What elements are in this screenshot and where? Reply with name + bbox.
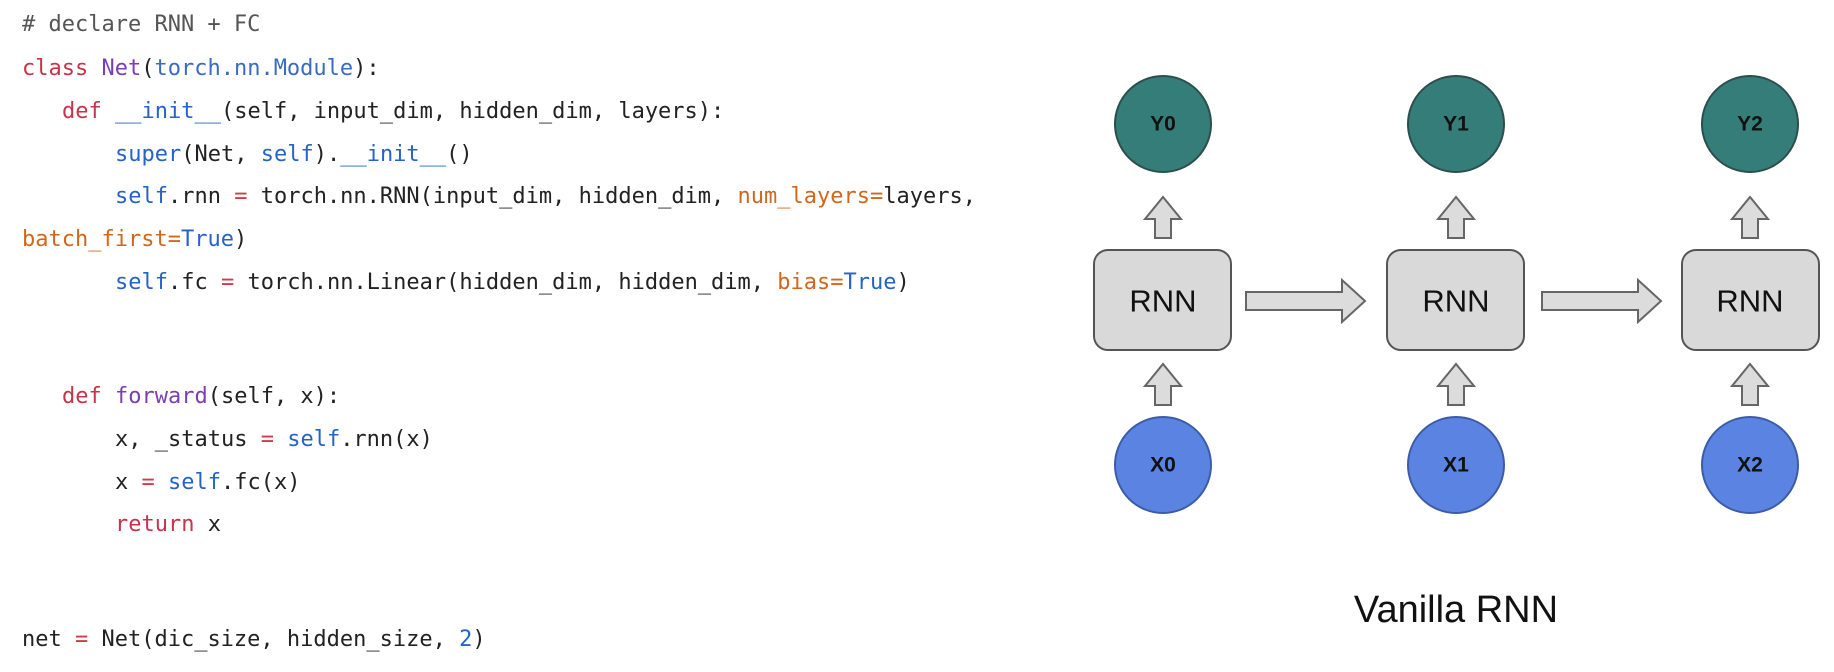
output-label-y2: Y2 [1737,113,1763,136]
init-call: __init__ [340,142,447,167]
input-node-x0 [1114,416,1212,514]
code-panel: # declare RNN + FC class Net(torch.nn.Mo… [22,12,976,652]
self-keyword: self [115,184,168,209]
rnn-cell-label-2: RNN [1716,284,1783,319]
right-arrow-cell0-to-cell1 [1245,277,1367,325]
forward-params: (self, x): [207,384,341,409]
timestep-0: Y0 RNN X0 [1093,75,1232,514]
rnn-call: .rnn(x) [340,427,433,452]
up-arrow-cell1-to-y1 [1435,195,1477,239]
code-line-forward-def: def forward(self, x): [62,383,340,411]
net-lhs: net [22,627,75,652]
def-keyword: def [62,99,102,124]
code-line-fc: self.fc = torch.nn.Linear(hidden_dim, hi… [115,270,910,295]
rnn-diagram-svg: Y0 RNN X0 Y1 RNN X1 Y2 [1093,75,1820,631]
up-arrow-cell0-to-y0 [1142,195,1184,239]
timestep-1: Y1 RNN X1 [1386,75,1525,514]
rnn-diagram: Y0 RNN X0 Y1 RNN X1 Y2 [1060,0,1834,672]
init-method-name: __init__ [115,99,221,124]
assign-op: = [74,627,89,652]
input-node-x1 [1407,416,1505,514]
code-comment: # declare RNN + FC [22,12,261,37]
assign-op: = [260,427,274,452]
self-keyword: self [287,427,341,452]
def-keyword: def [62,384,102,409]
output-node-y1 [1407,75,1505,173]
output-node-y0 [1114,75,1212,173]
output-label-y1: Y1 [1443,113,1469,136]
output-node-y2 [1701,75,1799,173]
forward-method-name: forward [115,384,208,409]
code-line-super: super(Net, self).__init__() [115,142,473,167]
rnn-cell-1 [1386,249,1525,351]
assign-op: = [220,270,235,295]
assign-op: = [234,184,248,209]
self-keyword: self [168,470,221,495]
up-arrow-cell2-to-y2 [1729,195,1771,239]
num-layers-value: layers, [883,184,976,209]
right-arrow-cell1-to-cell2 [1541,277,1663,325]
class-name: Net [101,56,142,81]
up-arrow-x0-to-cell0 [1142,362,1184,406]
input-label-x1: X1 [1443,454,1469,477]
batch-first-kw: batch_first= [22,227,181,252]
code-line-fc-call: x = self.fc(x) [115,469,300,497]
class-keyword: class [22,56,89,81]
net-constructor: Net(dic_size, hidden_size, [88,627,460,652]
diagram-caption: Vanilla RNN [1354,589,1558,631]
code-line-class: class Net(torch.nn.Module): [22,56,380,81]
super-call: super [115,142,182,167]
true-value: True [843,270,897,295]
input-label-x2: X2 [1737,454,1763,477]
return-value: x [194,512,221,537]
fc-constructor: torch.nn.Linear(hidden_dim, hidden_dim, [234,270,778,295]
status-lhs: x, _status [115,427,261,452]
true-value: True [180,227,234,252]
code-line-return: return x [115,511,221,539]
input-node-x2 [1701,416,1799,514]
num-layers-kw: num_layers= [737,184,884,209]
code-line-init-def: def __init__(self, input_dim, hidden_dim… [62,98,724,126]
self-keyword: self [115,270,168,295]
base-module: torch.nn.Module [154,56,354,81]
bias-kw: bias= [777,270,844,295]
timestep-2: Y2 RNN X2 [1681,75,1820,514]
init-params: (self, input_dim, hidden_dim, layers): [220,99,725,124]
rnn-constructor: torch.nn.RNN(input_dim, hidden_dim, [247,184,738,209]
code-line-rnn-call: x, _status = self.rnn(x) [115,426,433,454]
x-lhs: x [115,470,142,495]
output-label-y0: Y0 [1150,113,1176,136]
return-keyword: return [115,512,195,537]
self-keyword: self [260,142,314,167]
input-label-x0: X0 [1150,454,1176,477]
up-arrow-x1-to-cell1 [1435,362,1477,406]
fc-attr: .fc [167,270,208,295]
rnn-cell-label-1: RNN [1422,284,1489,319]
code-line-batch-first: batch_first=True) [22,227,248,252]
assign-op: = [141,470,155,495]
rnn-cell-label-0: RNN [1129,284,1196,319]
code-line-rnn: self.rnn = torch.nn.RNN(input_dim, hidde… [115,183,976,211]
rnn-cell-0 [1093,249,1232,351]
rnn-attr: .rnn [167,184,221,209]
rnn-cell-2 [1681,249,1820,351]
fc-call: .fc(x) [220,470,301,495]
up-arrow-x2-to-cell2 [1729,362,1771,406]
net-arg: 2 [459,627,473,652]
code-line-net: net = Net(dic_size, hidden_size, 2) [22,627,486,652]
